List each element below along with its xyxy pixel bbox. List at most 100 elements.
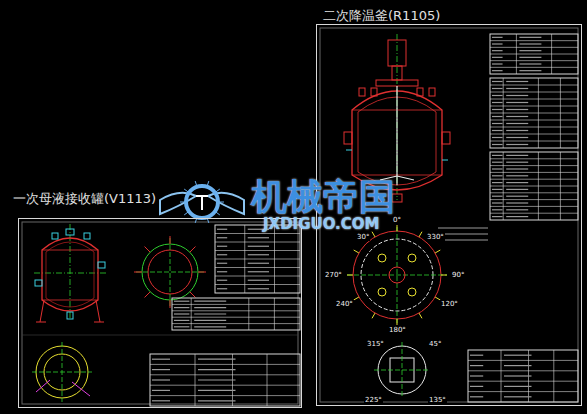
nozzle-hole bbox=[408, 254, 416, 262]
line bbox=[519, 50, 541, 51]
line bbox=[194, 307, 226, 308]
inner-frame bbox=[22, 222, 298, 404]
line bbox=[198, 369, 236, 370]
line bbox=[150, 385, 300, 386]
line bbox=[506, 81, 528, 82]
sheet-title: 一次母液接收罐(V1113) bbox=[11, 191, 158, 206]
line bbox=[438, 234, 488, 235]
line bbox=[217, 254, 227, 255]
line bbox=[198, 390, 236, 391]
line bbox=[506, 144, 528, 145]
line bbox=[184, 211, 189, 215]
line bbox=[506, 130, 528, 131]
line bbox=[194, 313, 226, 314]
nozzle bbox=[52, 233, 58, 239]
line bbox=[506, 196, 528, 197]
line bbox=[470, 365, 483, 366]
table-frame bbox=[490, 78, 578, 148]
support-lug bbox=[442, 132, 450, 144]
line bbox=[145, 247, 151, 253]
angle-label: 330° bbox=[426, 233, 445, 241]
line bbox=[347, 275, 447, 276]
table-frame bbox=[468, 350, 578, 402]
parts-table bbox=[215, 225, 300, 293]
line bbox=[470, 396, 483, 397]
line bbox=[470, 386, 483, 387]
line bbox=[492, 116, 503, 117]
parts-table bbox=[150, 354, 300, 406]
nozzle-hole bbox=[408, 288, 416, 296]
line bbox=[419, 313, 422, 318]
line bbox=[215, 259, 300, 260]
watermark: JXDIGUO.COM bbox=[262, 216, 380, 233]
drawing-sheet: 一次母液接收罐(V1113) bbox=[18, 218, 302, 408]
angle-label: 90° bbox=[451, 271, 465, 279]
watermark-icon bbox=[160, 181, 244, 223]
line bbox=[248, 271, 269, 272]
line bbox=[438, 240, 488, 241]
angle-label: 270° bbox=[324, 271, 343, 279]
line bbox=[468, 381, 578, 382]
line bbox=[553, 350, 554, 402]
line bbox=[490, 60, 578, 61]
line bbox=[36, 322, 46, 323]
line bbox=[190, 292, 196, 298]
watermark: 机械帝国 bbox=[250, 176, 396, 217]
line bbox=[174, 307, 189, 308]
line bbox=[490, 67, 578, 68]
line bbox=[468, 360, 578, 361]
nozzle bbox=[359, 88, 365, 96]
line bbox=[217, 271, 227, 272]
line bbox=[492, 37, 503, 38]
flange bbox=[376, 80, 418, 86]
line bbox=[492, 123, 503, 124]
nozzle bbox=[67, 312, 73, 319]
line bbox=[506, 209, 528, 210]
nozzle bbox=[66, 229, 74, 235]
nozzle bbox=[429, 88, 435, 96]
table-frame bbox=[150, 354, 300, 406]
line bbox=[438, 228, 488, 229]
angle-label: 0° bbox=[392, 216, 402, 224]
line bbox=[174, 313, 189, 314]
line bbox=[492, 50, 503, 51]
line bbox=[194, 320, 226, 321]
motor bbox=[388, 40, 406, 66]
parts-table bbox=[468, 350, 578, 402]
line bbox=[519, 57, 541, 58]
line bbox=[191, 298, 192, 330]
line bbox=[519, 63, 541, 64]
line bbox=[492, 137, 503, 138]
line bbox=[492, 63, 503, 64]
line bbox=[215, 242, 300, 243]
angle-label: 45° bbox=[428, 340, 442, 348]
line bbox=[492, 130, 503, 131]
line bbox=[207, 181, 209, 187]
sheet-title: 二次降温釜(R1105) bbox=[321, 8, 442, 23]
line bbox=[217, 288, 227, 289]
line bbox=[504, 386, 532, 387]
line bbox=[198, 400, 236, 401]
line bbox=[506, 202, 528, 203]
line bbox=[248, 263, 269, 264]
line bbox=[397, 319, 398, 325]
line bbox=[184, 189, 189, 193]
line bbox=[62, 342, 63, 402]
line bbox=[492, 155, 503, 156]
line bbox=[145, 292, 151, 298]
line bbox=[470, 375, 483, 376]
table-frame bbox=[215, 225, 300, 293]
line bbox=[198, 272, 206, 273]
line bbox=[248, 254, 269, 255]
line bbox=[519, 70, 541, 71]
line bbox=[150, 374, 300, 375]
line bbox=[34, 273, 108, 274]
line bbox=[170, 236, 171, 244]
line bbox=[274, 298, 275, 330]
line bbox=[152, 369, 170, 370]
line bbox=[516, 34, 517, 74]
line bbox=[174, 320, 189, 321]
line bbox=[506, 216, 528, 217]
line bbox=[503, 152, 504, 220]
line bbox=[490, 54, 578, 55]
